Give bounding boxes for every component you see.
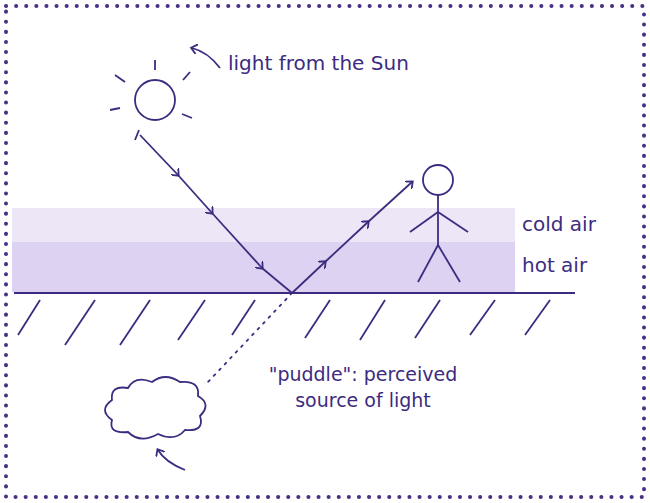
stick-figure <box>410 165 468 282</box>
frame-border <box>6 6 644 497</box>
band-label: hot air <box>522 252 587 279</box>
puddle-cloud <box>105 377 206 470</box>
light-ray <box>140 135 412 382</box>
hot-air-band <box>12 242 515 292</box>
ground <box>14 293 575 345</box>
sun-label: light from the Sun <box>228 50 409 77</box>
puddle-label: "puddle": perceived source of light <box>268 362 458 413</box>
band-label: cold air <box>522 211 596 238</box>
sun <box>110 48 220 140</box>
cold-air-band <box>12 208 515 242</box>
